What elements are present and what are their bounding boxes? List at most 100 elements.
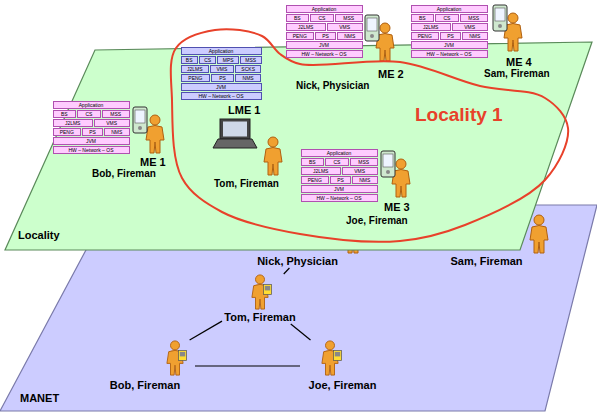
stack-layer: PS: [330, 176, 351, 184]
stack-row: J2LMSVMS: [410, 22, 488, 31]
person-label: Tom, Fireman: [214, 178, 279, 189]
person-label: Bob, Fireman: [92, 168, 156, 179]
stack-layer: Application: [286, 5, 363, 13]
stack-row: Application: [300, 148, 378, 157]
device-label: ME 2: [378, 68, 404, 80]
stack-layer: PS: [315, 32, 336, 40]
pda-device: [381, 151, 395, 177]
stack-layer: MSS: [460, 14, 488, 22]
stack-row: PENGPSNMS: [300, 175, 378, 184]
stack-row: HW – Network – OS: [410, 49, 488, 58]
stack-layer: JVM: [286, 41, 363, 49]
device-label: ME 1: [140, 156, 166, 168]
stack-layer: PENG: [411, 32, 440, 40]
stack-layer: CS: [199, 56, 217, 64]
stack-layer: J2LMS: [301, 167, 341, 175]
person-name: Nick, Physician: [257, 255, 338, 267]
stack-layer: JVM: [181, 83, 262, 91]
laptop-device: [213, 119, 257, 148]
pda-device: [493, 5, 507, 31]
stack-row: JVM: [285, 40, 363, 49]
stack-row: J2LMSVMS: [285, 22, 363, 31]
stack-layer: MPS: [217, 56, 239, 64]
pda-icon: [333, 351, 341, 361]
plane-label: MANET: [20, 392, 59, 404]
stack-layer: HW – Network – OS: [181, 92, 262, 100]
stack-layer: CS: [325, 158, 349, 166]
stack-row: JVM: [52, 136, 130, 145]
stack-layer: NMS: [337, 32, 362, 40]
stack-row: HW – Network – OS: [285, 49, 363, 58]
stack-layer: JVM: [53, 137, 130, 145]
plane-label: Locality: [18, 229, 60, 241]
stack-layer: JVM: [411, 41, 488, 49]
stack-row: PENGPSNMS: [52, 127, 130, 136]
stack-layer: NMS: [462, 32, 487, 40]
stack-row: J2LMSVMS: [300, 166, 378, 175]
stack-layer: J2LMS: [53, 119, 93, 127]
person-label: Joe, Fireman: [346, 215, 408, 226]
protocol-stack: ApplicationBSCSMSSJ2LMSVMSPENGPSNMSJVMHW…: [285, 4, 363, 58]
person-name: Joe, Fireman: [309, 379, 377, 391]
protocol-stack: ApplicationBSCSMSSJ2LMSVMSPENGPSNMSJVMHW…: [410, 4, 488, 58]
stack-layer: PENG: [181, 74, 211, 82]
stack-layer: PS: [440, 32, 461, 40]
stack-layer: MSS: [335, 14, 363, 22]
stack-row: J2LMSVMS: [52, 118, 130, 127]
stack-row: JVM: [300, 184, 378, 193]
person-name: Sam, Fireman: [450, 255, 522, 267]
stack-row: BSCSMSS: [410, 13, 488, 22]
stack-row: PENGPSNMS: [180, 73, 262, 82]
stack-layer: MSS: [240, 56, 262, 64]
stack-layer: J2LMS: [181, 65, 210, 73]
person-name: Tom, Fireman: [224, 311, 295, 323]
stack-row: Application: [410, 4, 488, 13]
stack-row: HW – Network – OS: [300, 193, 378, 202]
stack-layer: HW – Network – OS: [286, 50, 363, 58]
stack-layer: BS: [411, 14, 435, 22]
device-label: ME 3: [384, 201, 410, 213]
stack-row: BSCSMSS: [300, 157, 378, 166]
stack-layer: BS: [53, 110, 77, 118]
person-label: Sam, Fireman: [484, 68, 550, 79]
network-plane: LocalityLocality 1ApplicationBSCSMSSJ2LM…: [0, 0, 597, 255]
stack-layer: Application: [411, 5, 488, 13]
stack-row: PENGPSNMS: [285, 31, 363, 40]
person-label: Nick, Physician: [296, 80, 369, 91]
stack-layer: NMS: [235, 74, 262, 82]
protocol-stack: ApplicationBSCSMPSMSSJ2LMSVMSSCKSPENGPSN…: [180, 46, 262, 100]
stack-layer: PS: [82, 128, 103, 136]
stack-row: Application: [180, 46, 262, 55]
stack-layer: HW – Network – OS: [53, 146, 130, 154]
stack-layer: NMS: [352, 176, 377, 184]
stack-layer: CS: [77, 110, 101, 118]
stack-layer: HW – Network – OS: [301, 194, 378, 202]
stack-row: J2LMSVMSSCKS: [180, 64, 262, 73]
stack-row: PENGPSNMS: [410, 31, 488, 40]
stack-layer: Application: [181, 47, 262, 55]
stack-row: BSCSMSS: [52, 109, 130, 118]
stack-row: Application: [52, 100, 130, 109]
stack-layer: VMS: [94, 119, 130, 127]
device-label: LME 1: [228, 104, 260, 116]
stack-layer: PENG: [53, 128, 82, 136]
stack-layer: SCKS: [235, 65, 262, 73]
stack-row: Application: [285, 4, 363, 13]
stack-layer: MSS: [102, 110, 130, 118]
stack-layer: CS: [310, 14, 334, 22]
stack-row: JVM: [180, 82, 262, 91]
stack-row: BSCSMPSMSS: [180, 55, 262, 64]
stack-layer: BS: [301, 158, 325, 166]
stack-layer: BS: [286, 14, 310, 22]
device-label: ME 4: [506, 56, 532, 68]
locality-name: Locality 1: [415, 104, 503, 126]
pda-device: [365, 15, 379, 41]
stack-layer: JVM: [301, 185, 378, 193]
stack-layer: VMS: [210, 65, 234, 73]
stack-layer: MSS: [350, 158, 378, 166]
protocol-stack: ApplicationBSCSMSSJ2LMSVMSPENGPSNMSJVMHW…: [300, 148, 378, 202]
stack-row: BSCSMSS: [285, 13, 363, 22]
stack-layer: J2LMS: [286, 23, 326, 31]
stack-layer: PENG: [286, 32, 315, 40]
